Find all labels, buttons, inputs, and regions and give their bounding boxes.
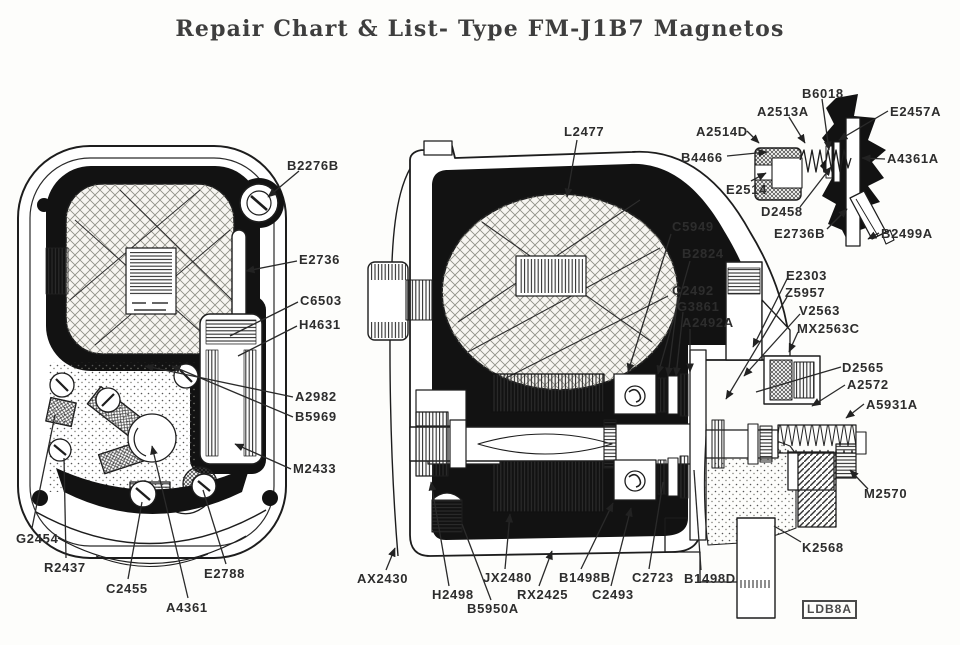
cross-section-drawing (367, 140, 867, 619)
part-label-H2498: H2498 (432, 587, 474, 602)
cover-screw (239, 183, 279, 223)
drive-shaft-end (705, 419, 867, 528)
rotor-coil (441, 193, 679, 391)
part-label-E2303: E2303 (786, 268, 828, 283)
part-label-B1498B: B1498B (559, 570, 611, 585)
armature-winding-lower (491, 457, 605, 513)
part-label-A5931A: A5931A (866, 397, 918, 412)
part-label-H4631: H4631 (299, 317, 341, 332)
breaker-terminal-detail-drawing (754, 94, 895, 247)
armature-winding-upper (491, 373, 605, 413)
part-label-RX2425: RX2425 (517, 587, 569, 602)
part-label-MX2563C: MX2563C (797, 321, 860, 336)
part-label-E2736B: E2736B (774, 226, 826, 241)
page-title: Repair Chart & List- Type FM-J1B7 Magnet… (175, 16, 785, 42)
part-label-JX2480: JX2480 (483, 570, 533, 585)
part-label-A2514D: A2514D (696, 124, 748, 139)
part-label-C2493: C2493 (592, 587, 634, 602)
part-label-A4361: A4361 (166, 600, 208, 615)
part-label-E2788: E2788 (204, 566, 246, 581)
armature-shaft (409, 411, 707, 477)
part-label-D2458: D2458 (761, 204, 803, 219)
part-label-B2499A: B2499A (881, 226, 933, 241)
part-label-A2492A: A2492A (682, 315, 734, 330)
part-label-B6018: B6018 (802, 86, 844, 101)
part-label-D2565: D2565 (842, 360, 884, 375)
part-label-B2824: B2824 (682, 246, 724, 261)
part-label-B4466: B4466 (681, 150, 723, 165)
part-label-L2477: L2477 (564, 124, 605, 139)
terminal-conduit (849, 190, 895, 245)
part-label-G2454: G2454 (16, 531, 59, 546)
part-label-E2736: E2736 (299, 252, 341, 267)
mounting-bracket (664, 517, 776, 619)
part-label-E2514: E2514 (726, 182, 768, 197)
part-label-C2723: C2723 (632, 570, 674, 585)
part-label-M2570: M2570 (864, 486, 908, 501)
part-label-A2982: A2982 (295, 389, 337, 404)
part-label-B1498D: B1498D (684, 571, 736, 586)
coil-end-view (65, 183, 235, 355)
part-label-A4361A: A4361A (887, 151, 939, 166)
figure-code-box: LDB8A (802, 600, 858, 619)
part-label-C6503: C6503 (300, 293, 342, 308)
part-label-C2455: C2455 (106, 581, 148, 596)
part-label-A2513A: A2513A (757, 104, 809, 119)
part-label-R2437: R2437 (44, 560, 86, 575)
part-label-AX2430: AX2430 (357, 571, 409, 586)
part-label-C5949: C5949 (672, 219, 714, 234)
part-label-Z5957: Z5957 (785, 285, 826, 300)
bearing-end-plate (689, 349, 707, 541)
part-label-B2276B: B2276B (287, 158, 339, 173)
part-label-E2457A: E2457A (890, 104, 942, 119)
mounting-boss (367, 261, 433, 341)
part-label-A2572: A2572 (847, 377, 889, 392)
end-view-drawing (17, 145, 287, 567)
part-label-B5950A: B5950A (467, 601, 519, 616)
contact-spring (799, 149, 852, 173)
part-label-G3861: G3861 (677, 299, 720, 314)
part-label-M2433: M2433 (293, 461, 337, 476)
part-label-V2563: V2563 (799, 303, 841, 318)
lead-wire-channel (231, 229, 247, 327)
part-label-B5969: B5969 (295, 409, 337, 424)
ball-bearings (613, 373, 689, 501)
leader-lines (31, 98, 889, 601)
part-label-C2492: C2492 (672, 283, 714, 298)
terminal-cap (754, 141, 841, 201)
part-label-K2568: K2568 (802, 540, 844, 555)
